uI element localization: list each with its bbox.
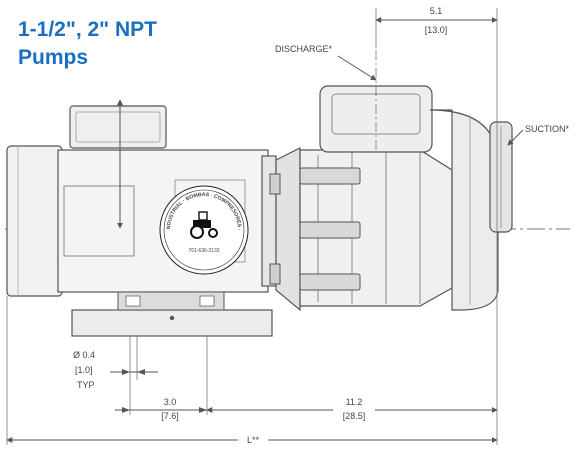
page-title: 1-1/2", 2" NPT bbox=[18, 18, 157, 41]
top-width-in: 5.1 bbox=[430, 6, 443, 16]
bolt-hole-in: Ø 0.4 bbox=[73, 350, 95, 360]
pump-adapter bbox=[275, 147, 301, 312]
tractor-icon bbox=[190, 211, 218, 239]
motor-end-cap bbox=[6, 145, 63, 297]
discharge-leader bbox=[337, 55, 377, 81]
bolt-hole-note: TYP bbox=[77, 380, 95, 390]
base-bolt-mark bbox=[169, 315, 175, 321]
top-width-mm: [13.0] bbox=[425, 25, 448, 35]
foot-offset-in: 3.0 bbox=[164, 397, 177, 407]
motor-foot-bracket bbox=[117, 291, 225, 311]
watermark-phone: 761-636-3133 bbox=[188, 248, 219, 254]
foot-to-end-mm: [28.5] bbox=[343, 411, 366, 421]
discharge-label: DISCHARGE* bbox=[275, 44, 333, 54]
foot-offset-mm: [7.6] bbox=[161, 411, 179, 421]
motor-base bbox=[71, 309, 273, 337]
page-subtitle: Pumps bbox=[18, 46, 89, 69]
bolt-hole-mm: [1.0] bbox=[75, 365, 93, 375]
suction-leader bbox=[507, 129, 524, 146]
overall-length-label: L** bbox=[247, 435, 260, 445]
foot-to-end-in: 11.2 bbox=[346, 397, 363, 407]
suction-label: SUCTION* bbox=[525, 124, 570, 134]
